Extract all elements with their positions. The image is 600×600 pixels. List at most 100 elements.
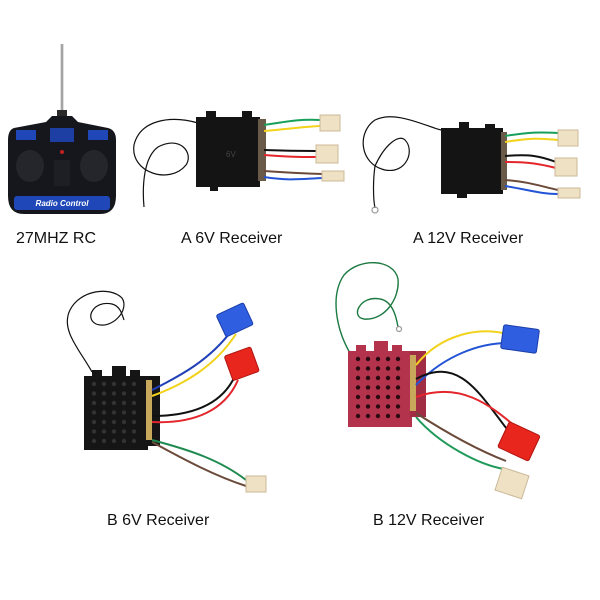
connector-cream (245, 475, 267, 493)
a6-receiver-image: 6V (133, 111, 345, 208)
vent-hole (385, 356, 391, 362)
connector-red (497, 421, 541, 462)
vent-hole (355, 404, 361, 409)
vent-hole (355, 356, 361, 362)
wire-yellow (151, 333, 237, 397)
connector-2 (554, 157, 578, 177)
wire-blue (263, 176, 323, 181)
wire-blue (151, 329, 233, 391)
vent-hole (111, 429, 117, 434)
vent-hole (91, 438, 97, 444)
vent-hole (375, 375, 381, 381)
wire-brown (263, 170, 323, 175)
product-b-6v-receiver (50, 280, 300, 510)
b12-receiver-image (335, 261, 541, 500)
a12-receiver-image (362, 116, 581, 214)
wire-blue (504, 185, 559, 195)
vent-hole (385, 404, 391, 409)
wire-green (504, 131, 559, 137)
vent-hole (365, 413, 371, 419)
wire-brown (504, 179, 559, 191)
b6-receiver-image (66, 290, 267, 493)
wire-black (263, 149, 317, 152)
wire-yellow (504, 137, 559, 143)
rc-transmitter-image: Radio Control (8, 44, 116, 214)
vent-hole (131, 381, 137, 387)
vent-hole (111, 381, 117, 387)
brand-banner (14, 196, 110, 210)
vent-hole (121, 391, 127, 396)
vent-hole (91, 400, 97, 406)
vent-hole (111, 419, 117, 425)
connector-2 (315, 144, 339, 164)
vent-hole (395, 394, 401, 400)
vent-hole (91, 429, 97, 434)
connector-red (224, 346, 260, 381)
vent-hole (385, 385, 391, 390)
svg-text:6V: 6V (226, 150, 236, 159)
vent-hole (91, 410, 97, 415)
vent-hole (131, 391, 137, 396)
wire-black (151, 377, 235, 417)
product-a-6v-receiver: 6V (130, 95, 360, 235)
connector-cream (494, 466, 530, 500)
wire-brown (415, 412, 507, 462)
vent-hole (121, 400, 127, 406)
wire-green (415, 416, 505, 470)
vent-hole (375, 413, 381, 419)
vent-hole (91, 381, 97, 387)
vent-hole (375, 366, 381, 371)
vent-hole (101, 391, 107, 396)
vent-hole (365, 356, 371, 362)
wire-black (504, 154, 557, 163)
caption-a-12v-receiver: A 12V Receiver (413, 230, 524, 247)
wire-red (151, 379, 239, 424)
vent-hole (111, 410, 117, 415)
vent-hole (131, 429, 137, 434)
vent-hole (395, 375, 401, 381)
vent-hole (355, 366, 361, 371)
vent-hole (385, 413, 391, 419)
wire-brown (151, 441, 247, 487)
vent-hole (355, 385, 361, 390)
left-joystick (16, 150, 44, 182)
vent-hole (355, 413, 361, 419)
caption-27mhz-rc: 27MHZ RC (16, 230, 97, 247)
connector-3 (321, 170, 345, 182)
vent-hole (101, 429, 107, 434)
vent-hole (355, 375, 361, 381)
vent-hole (121, 419, 127, 425)
connector-1 (557, 129, 579, 147)
wire-red (504, 161, 557, 169)
vent-hole (131, 419, 137, 425)
svg-text:Radio Control: Radio Control (36, 199, 90, 208)
wire-blue (415, 342, 509, 386)
product-a-12v-receiver (355, 100, 600, 235)
vent-hole (121, 381, 127, 387)
vent-hole (131, 410, 137, 415)
vent-hole (385, 366, 391, 371)
antenna-wire (133, 118, 199, 208)
antenna-wire (362, 116, 442, 209)
vent-hole (101, 400, 107, 406)
connector-3 (557, 187, 581, 199)
connector-blue (500, 324, 540, 354)
vent-hole (111, 391, 117, 396)
antenna-wire (66, 290, 125, 373)
product-b-12v-receiver (320, 255, 560, 510)
right-joystick (80, 150, 108, 182)
product-27mhz-rc: Radio Control (0, 0, 150, 260)
antenna-wire (335, 261, 399, 354)
vent-hole (365, 404, 371, 409)
vent-hole (385, 394, 391, 400)
vent-hole (365, 375, 371, 381)
vent-hole (101, 410, 107, 415)
vent-holes (355, 356, 401, 419)
connector-blue (216, 302, 254, 337)
wire-red (415, 390, 517, 428)
vent-hole (131, 400, 137, 406)
vent-holes (91, 381, 137, 444)
vent-hole (355, 394, 361, 400)
ring-terminal (371, 206, 379, 214)
vent-hole (121, 438, 127, 444)
